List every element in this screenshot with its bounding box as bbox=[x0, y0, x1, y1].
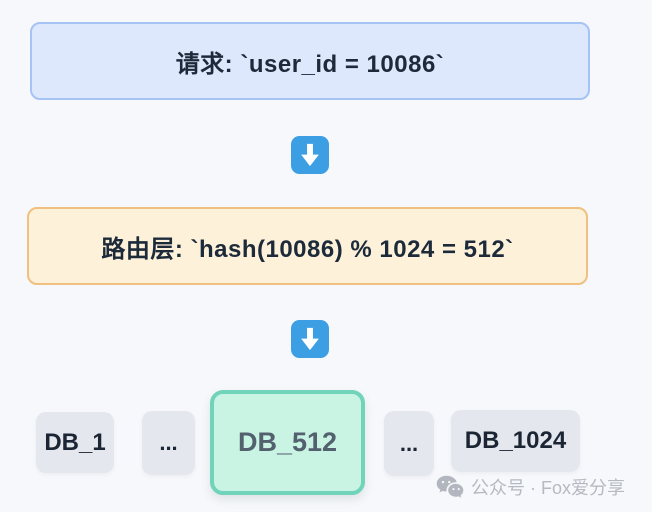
wechat-icon bbox=[436, 475, 464, 499]
request-label: 请求: `user_id = 10086` bbox=[175, 50, 445, 78]
down-arrow-icon bbox=[291, 320, 329, 358]
watermark-text: 公众号 · Fox爱分享 bbox=[471, 478, 626, 498]
db-node-label: DB_1024 bbox=[464, 427, 567, 454]
db-node-512-highlighted: DB_512 bbox=[210, 390, 365, 495]
db-ellipsis-label: ... bbox=[159, 430, 178, 455]
db-node-1: DB_1 bbox=[36, 412, 114, 473]
router-box: 路由层: `hash(10086) % 1024 = 512` bbox=[27, 207, 588, 285]
router-label: 路由层: `hash(10086) % 1024 = 512` bbox=[101, 235, 514, 263]
db-node-1024: DB_1024 bbox=[451, 410, 580, 472]
watermark: 公众号 · Fox爱分享 bbox=[436, 472, 625, 502]
db-ellipsis-label: ... bbox=[399, 430, 419, 456]
db-ellipsis: ... bbox=[384, 411, 434, 476]
down-arrow-icon bbox=[291, 136, 329, 174]
db-node-label: DB_512 bbox=[237, 427, 338, 457]
db-ellipsis: ... bbox=[142, 411, 195, 475]
request-box: 请求: `user_id = 10086` bbox=[30, 22, 590, 100]
db-node-label: DB_1 bbox=[44, 428, 106, 456]
